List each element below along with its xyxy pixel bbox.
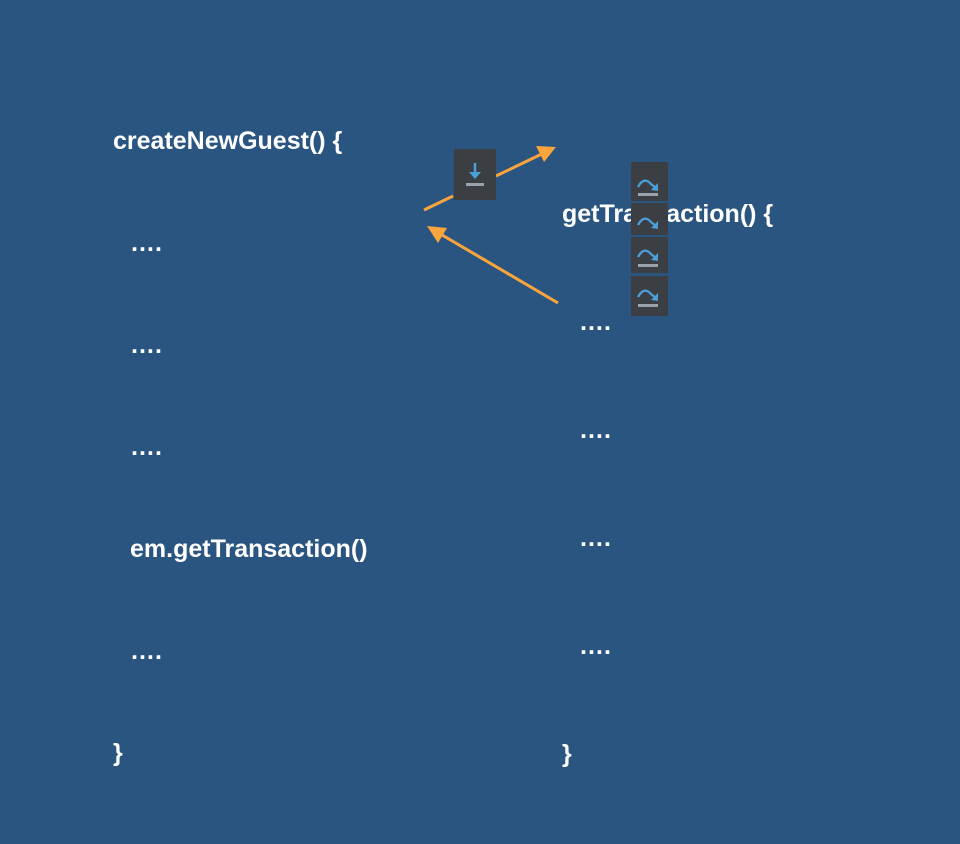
return-arrow xyxy=(436,230,559,305)
step-over-icon xyxy=(636,217,658,229)
caller-line: …. xyxy=(130,433,162,461)
callee-line: …. xyxy=(579,308,611,336)
return-arrowhead xyxy=(427,226,447,243)
step-into-icon xyxy=(466,163,484,186)
callee-line: …. xyxy=(579,632,611,660)
step-over-icon xyxy=(636,249,658,267)
caller-line: …. xyxy=(130,637,162,665)
diagram-overlay xyxy=(423,146,668,316)
step-over-button[interactable] xyxy=(631,237,668,273)
caller-signature: createNewGuest() { xyxy=(113,127,343,155)
step-over-icon xyxy=(636,179,658,196)
step-over-icon xyxy=(636,289,658,307)
step-over-button[interactable] xyxy=(631,203,668,235)
callee-close-brace: } xyxy=(562,740,572,768)
callee-line: …. xyxy=(579,416,611,444)
step-into-arrow xyxy=(495,149,549,178)
step-over-button[interactable] xyxy=(631,276,668,316)
step-into-button[interactable] xyxy=(454,149,496,200)
step-into-arrow-tail xyxy=(423,194,454,212)
step-into-arrowhead xyxy=(536,146,556,162)
caller-line: …. xyxy=(130,229,162,257)
debugger-stepping-diagram: createNewGuest() { …. …. …. em.getTransa… xyxy=(113,127,773,768)
caller-close-brace: } xyxy=(113,739,123,767)
caller-line: …. xyxy=(130,331,162,359)
step-over-button[interactable] xyxy=(631,162,668,201)
